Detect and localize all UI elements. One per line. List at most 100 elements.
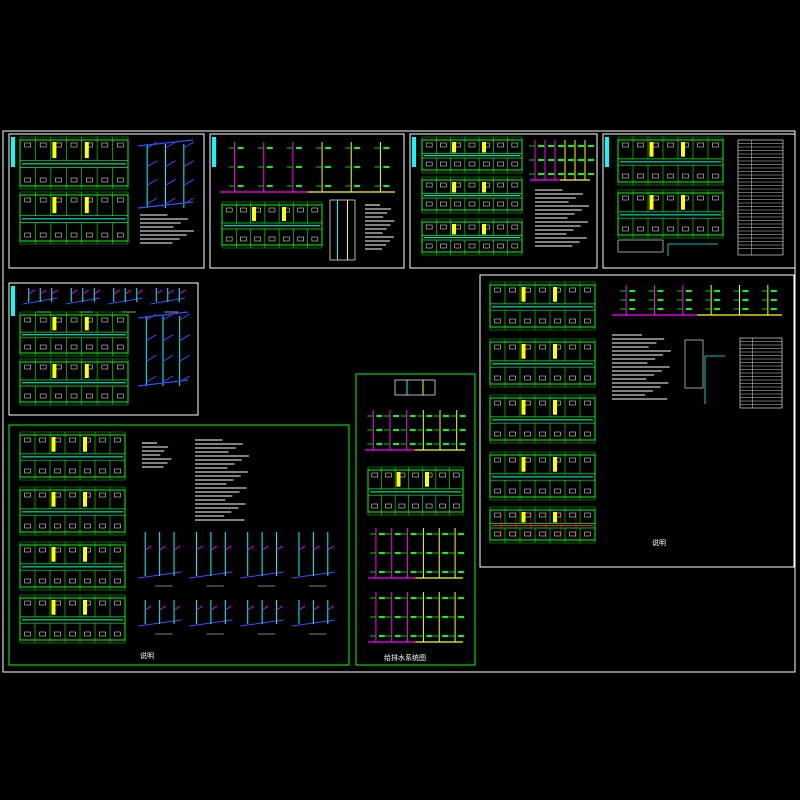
fixture [494,431,501,437]
tag [237,147,244,149]
fixture [225,236,233,242]
branch [113,289,120,295]
fixture [452,472,460,478]
tag [442,635,449,637]
fixture [440,142,447,148]
fixture [497,142,504,148]
tag [426,597,433,599]
tag [266,147,273,149]
fixture [69,600,76,606]
tag [393,429,399,431]
sheet-5[interactable] [8,282,199,416]
fixture [39,600,46,606]
fixture [117,317,124,323]
branch [196,605,203,611]
tag [383,185,390,187]
fixture [697,226,704,232]
highlight [282,207,286,221]
fixture [70,393,78,399]
sheet-7-risers-2 [368,592,465,643]
tag [588,159,594,161]
branch [210,545,218,551]
sheet-8-iso-row-1 [137,532,336,587]
fixture [39,437,46,443]
sheet-3-details [529,140,594,181]
fixture [84,578,91,584]
highlight [51,437,56,452]
fixture [440,224,447,230]
fixture [569,457,576,463]
outer-wall [489,284,596,328]
fixture [554,318,561,324]
sheet-1[interactable] [8,133,205,269]
fixture [86,232,93,238]
sheet-8-plan-1 [19,431,126,481]
fixture [554,488,561,494]
sheet-8-iso-row-2 [137,600,336,635]
fixture [622,173,629,179]
fixture [24,523,31,529]
highlight [681,195,685,210]
fixture [509,400,516,406]
highlight [482,182,486,193]
sheet-6-legend [739,337,783,409]
fixture [70,344,78,350]
tag [426,635,433,637]
fixture [371,503,379,509]
tag [685,299,692,301]
fixture [114,600,121,606]
branch [165,160,176,168]
branch [144,605,152,611]
tag [410,533,417,535]
tag [426,533,433,535]
tag [426,415,433,417]
fixture [117,344,124,350]
main [137,379,189,387]
outer-wall [19,194,129,242]
sheet-8[interactable]: 说明 [8,424,350,666]
fixture [117,177,124,183]
fixture [667,195,674,201]
fixture [254,236,261,242]
legend-frame [737,139,784,256]
tag [394,571,401,573]
tag [394,533,401,535]
sheet-6-plan-1 [489,281,596,331]
fixture [69,437,76,443]
tag [459,415,466,417]
fixture [99,547,106,553]
fixture [54,578,61,584]
tag [409,429,416,431]
fixture [99,578,106,584]
tag [426,616,433,618]
branch [71,289,78,295]
highlight [681,142,685,157]
branch [136,289,143,295]
sheet-3[interactable] [409,133,598,269]
branch [162,375,174,383]
branch [146,178,158,186]
fixture [509,344,516,350]
fixture [494,287,501,293]
fixture [569,287,576,293]
sheet-4[interactable] [602,133,796,269]
fixture [84,631,91,637]
fixture [511,201,519,207]
tag [657,308,664,310]
sheet-7[interactable]: 给排水系统图 [355,373,476,666]
branch [159,605,166,611]
fixture [539,375,546,381]
branch [162,354,174,362]
fixture [117,232,124,238]
branch [298,605,306,611]
fixture [468,182,476,188]
fixture [55,344,62,350]
sheet-6[interactable]: 说明 [479,274,795,568]
branch [179,334,190,342]
sheet-2[interactable] [209,133,405,269]
fixture [39,547,46,553]
fixture [637,142,644,148]
fixture [24,344,31,350]
tag [742,308,749,310]
tag [714,299,721,301]
